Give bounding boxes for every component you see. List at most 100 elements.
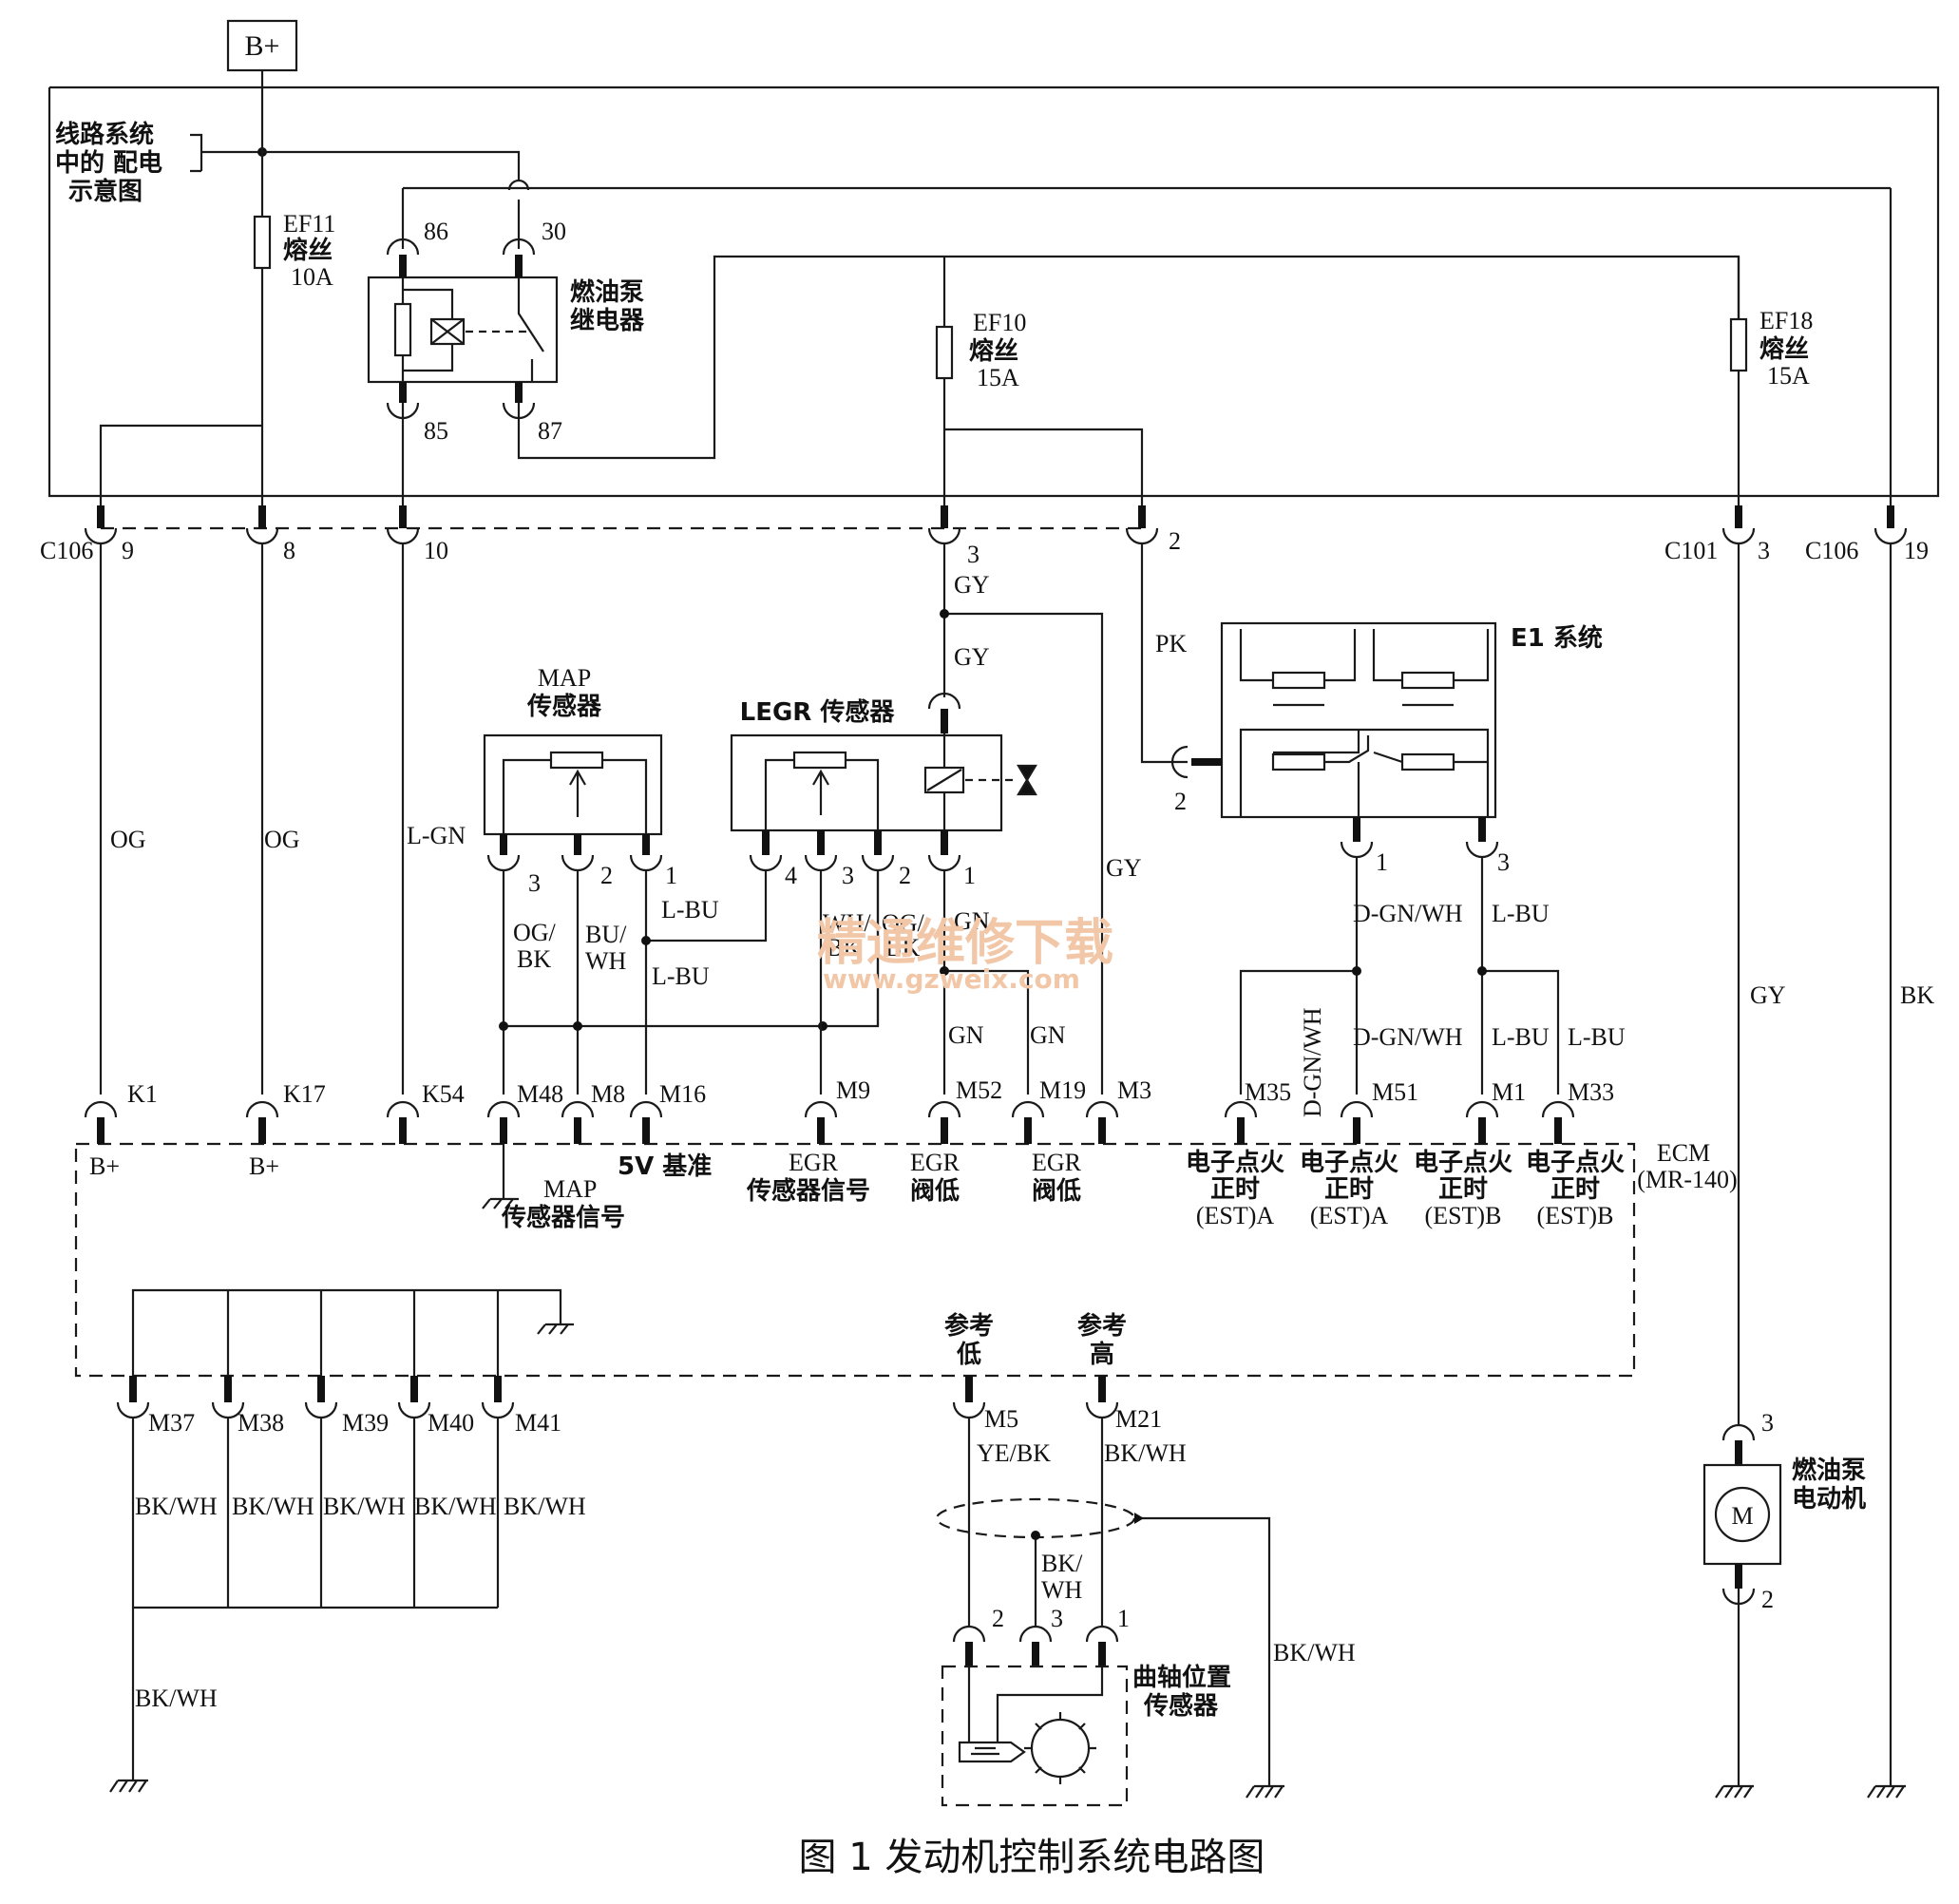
relay-name-line1: 燃油泵 [570,278,644,307]
wire-label-gy-c101: GY [1750,981,1786,1009]
ef10-fuse-body [935,325,954,380]
fuel-pump-pin2 [1721,1588,1756,1606]
ecm-pin-m40: M40 [428,1409,474,1437]
ecm-pin-m21: M21 [1115,1405,1162,1433]
wire-label-bkwh-g2: BK/WH [232,1493,314,1520]
wire-label-ogbk2-2: BK [885,934,920,962]
ef11-rating: 10A [291,263,333,291]
wire-label-lbu1: L-BU [661,896,719,923]
wire-label-buwh-1: BU/ [585,921,627,948]
ecm-pin-m5: M5 [984,1405,1018,1433]
c101-pin3: 3 [1758,537,1770,564]
map-wires [502,870,880,1095]
crank-pin2: 2 [992,1605,1004,1632]
ef10-wire [942,257,1144,521]
ecm-label-ref-low-1: 参考 [944,1311,994,1341]
ecm-label-est-a2-3: (EST)A [1310,1202,1389,1229]
wire-label-whbk-2: BK [827,934,861,962]
map-pin1: 1 [665,862,677,889]
wire-label-og1: OG [110,826,146,853]
ecm-pin-k17: K17 [283,1080,326,1108]
ecm-label-5v: 5V 基准 [618,1152,712,1181]
fuel-pump-pin3-label: 3 [1761,1409,1774,1437]
relay-87-wire [517,255,1740,460]
ecm-label-bplus1: B+ [89,1152,120,1180]
fuel-pump-pin3 [1721,1423,1756,1441]
ecm-label-egr-low1-1: EGR [910,1149,960,1176]
e1-pin2 [1170,745,1189,779]
c101-label: C101 [1664,537,1718,564]
c106-pin2: 2 [1169,527,1181,555]
wire-label-bkwh-shield-2: WH [1041,1576,1083,1604]
crank-sensor-name-1: 曲轴位置 [1132,1663,1231,1692]
crank-sensor-name-2: 传感器 [1143,1692,1219,1721]
ecm-pin-m39: M39 [342,1409,389,1437]
relay-pin30-label: 30 [542,218,566,245]
c106-left-label: C106 [40,537,93,564]
crank-sensor-pins [952,1625,1119,1666]
wire-label-gn3: GN [1030,1021,1066,1049]
relay-pin87-post [515,382,523,403]
legr-sensor-internal [764,709,946,830]
connector-row [84,505,1908,545]
ecm-pin-m3: M3 [1117,1076,1151,1104]
legr-wires [819,870,1030,1095]
relay-pin86 [386,238,420,256]
wire-label-bkwh-g5: BK/WH [504,1493,586,1520]
distribution-note-line3: 示意图 [68,177,143,206]
wire-label-pk: PK [1155,630,1187,657]
ecm-label-map-signal-1: MAP [543,1175,597,1203]
ecm-label-est-b1-2: 正时 [1438,1175,1488,1204]
ecm-label-est-a1-2: 正时 [1210,1175,1260,1204]
ecm-label-egr-low2-1: EGR [1032,1149,1082,1176]
wire-label-lbu5: L-BU [1568,1023,1626,1051]
map-pin2: 2 [600,862,613,889]
crank-sensor-box [941,1665,1129,1807]
ecm-label-egr-low2-2: 阀低 [1032,1177,1081,1206]
distribution-note-line1: 线路系统 [55,120,154,149]
ecm-top-pins [84,1100,1575,1144]
ef10-name: EF10 [973,309,1026,336]
bplus-label: B+ [245,30,280,62]
relay-pin86-label: 86 [424,218,448,245]
ecm-m48-ground [482,1144,519,1209]
map-sensor-name-1: MAP [538,664,591,692]
wire-label-ogbk-1: OG/ [513,919,557,946]
fuel-pump-pin2-label: 2 [1761,1586,1774,1613]
ef11-word: 熔丝 [283,236,333,265]
ef11-fuse-body [253,215,272,270]
ground-fuel-pump [1715,1784,1754,1799]
e1-pin2-label: 2 [1174,788,1187,815]
c106-pin10: 10 [424,537,448,564]
map-sensor-internal [502,758,648,834]
c106-pin3: 3 [967,541,980,568]
ef10-word: 熔丝 [969,336,1018,366]
ecm-label-map-signal-2: 传感器信号 [501,1204,625,1232]
wire-label-ogbk2-1: OG/ [882,909,925,937]
ecm-pin-m1: M1 [1492,1078,1526,1106]
relay-switch [517,277,544,382]
ground-crank-shield [1246,1784,1284,1799]
ecm-box [74,1142,1636,1378]
ecm-pin-m9: M9 [836,1076,870,1104]
fuel-pump-name-1: 燃油泵 [1792,1457,1866,1485]
pin9-feed [99,424,262,521]
crank-pin3: 3 [1051,1605,1063,1632]
wire-label-gn1: GN [954,907,990,935]
wire-label-lgn: L-GN [407,822,466,849]
map-sensor-name-2: 传感器 [526,693,602,721]
ecm-label-ref-low-2: 低 [956,1341,981,1369]
ecm-pin-m16: M16 [659,1080,706,1108]
ef11-name: EF11 [283,210,335,238]
e1-pin3-label: 3 [1497,848,1510,876]
c106-pin19: 19 [1904,537,1929,564]
e1-pins [1340,817,1499,859]
ecm-label-est-b2-2: 正时 [1550,1175,1600,1204]
legr-pin3: 3 [842,862,854,889]
ecm-pin-m35: M35 [1245,1078,1291,1106]
relay-pin86-post [399,255,407,277]
crank-pin1: 1 [1117,1605,1130,1632]
c106-right-label: C106 [1805,537,1858,564]
legr-sensor-resistor [792,751,847,770]
